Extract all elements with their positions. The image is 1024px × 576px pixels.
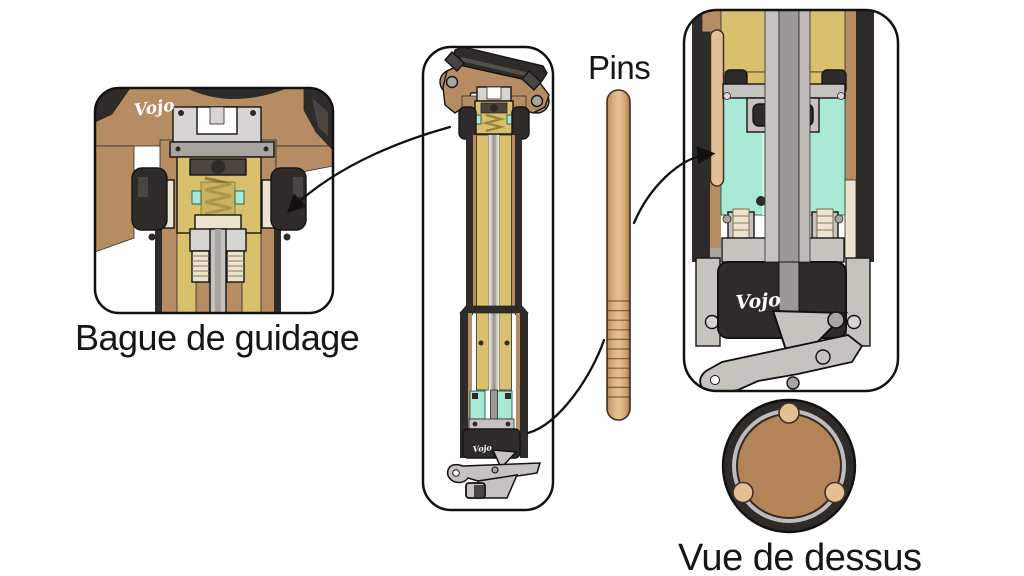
collar-seal-left xyxy=(131,167,168,231)
actuator-lever xyxy=(446,449,542,499)
top-view-pin-right xyxy=(824,481,846,504)
clamp-shadow xyxy=(95,88,131,123)
pin-ribs xyxy=(607,300,630,398)
leader-arrow-guide-ring xyxy=(287,125,452,213)
seatpost-full-view-panel: Vojo xyxy=(421,45,555,512)
threaded-section xyxy=(192,255,209,277)
top-view-circle xyxy=(721,398,857,534)
pin-illustration xyxy=(606,89,631,421)
leader-line-pins xyxy=(526,338,606,435)
guide-ring-inset-panel: Vojo xyxy=(93,86,335,315)
vojo-watermark-lower: Vojo xyxy=(472,442,492,454)
detail-inset-panel: Vojo xyxy=(682,8,900,393)
top-view-pin-top xyxy=(778,402,800,424)
detail-border xyxy=(682,8,900,393)
valve-ball xyxy=(211,160,225,174)
lower-tube: Vojo xyxy=(459,305,529,459)
label-guide-ring: Bague de guidage xyxy=(75,317,359,358)
outer-tube-wall xyxy=(692,10,710,262)
actuator-lever-detail xyxy=(699,309,864,391)
top-view-pin-left xyxy=(732,481,754,504)
center-shaft xyxy=(764,10,780,263)
pin-in-slot xyxy=(709,29,725,187)
leader-arrow-pin-slot xyxy=(632,146,716,225)
inset-border xyxy=(93,86,335,315)
vojo-watermark-detail: Vojo xyxy=(735,289,782,314)
full-view-border xyxy=(421,45,555,512)
label-top-view: Vue de dessus xyxy=(678,537,922,576)
label-pins: Pins xyxy=(588,49,650,86)
upper-tube xyxy=(466,134,522,391)
